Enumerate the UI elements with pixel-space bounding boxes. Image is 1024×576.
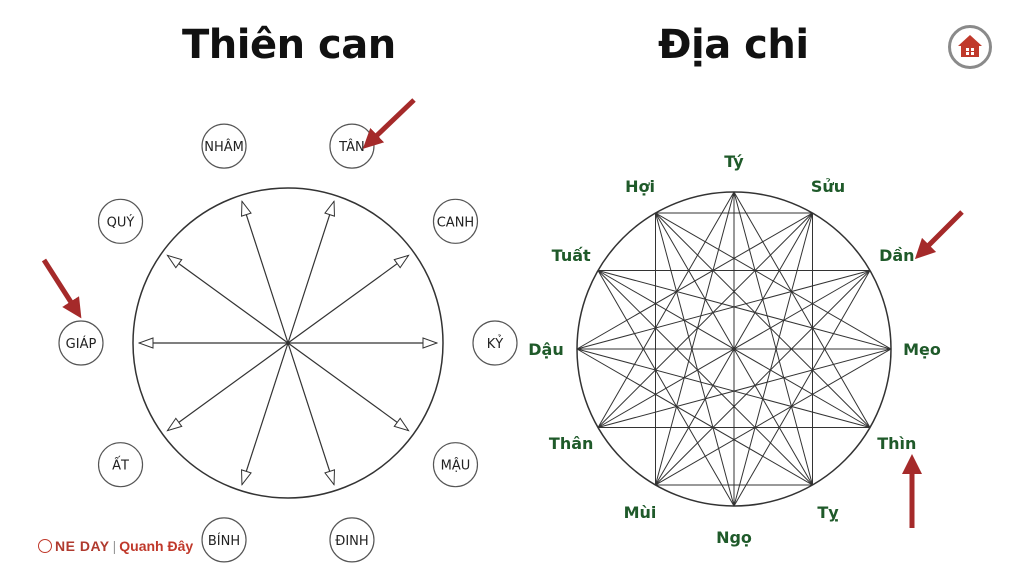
branch-label: Ngọ — [716, 528, 752, 547]
stem-spoke — [287, 201, 334, 344]
stem-label: BÍNH — [201, 517, 247, 563]
stem-spokes — [139, 201, 437, 484]
stem-label-text: CANH — [437, 215, 474, 230]
stem-label-circle — [201, 123, 247, 169]
stem-label-circle — [472, 320, 518, 366]
footer-brand-name: NE DAY — [55, 538, 110, 554]
branch-line — [655, 212, 871, 428]
stem-label-text: ẤT — [112, 457, 129, 474]
branch-line — [597, 270, 813, 486]
branch-label: Tỵ — [817, 503, 839, 522]
branch-line — [597, 212, 813, 428]
branch-label: Dần — [879, 246, 914, 265]
stem-label: NHÂM — [201, 123, 247, 169]
branch-line — [597, 348, 892, 428]
stem-label-text: GIÁP — [66, 336, 97, 352]
stem-spoke — [287, 342, 409, 431]
stem-label: ĐINH — [329, 517, 375, 563]
branch-line — [576, 348, 871, 428]
branch-label: Sửu — [811, 177, 845, 196]
arrow-to-dan — [914, 210, 964, 260]
branch-label: Hợi — [625, 177, 655, 196]
branch-label: Thân — [549, 434, 594, 453]
branch-line — [733, 212, 813, 507]
stem-label-text: BÍNH — [208, 533, 240, 549]
stem-spoke — [167, 342, 289, 431]
stem-label: ẤT — [97, 442, 144, 488]
branch-label: Thìn — [877, 434, 916, 453]
dia-chi-title: Địa chi — [658, 22, 809, 68]
stem-label-text: TÂN — [338, 139, 365, 155]
stem-label-circle — [432, 442, 479, 488]
stem-spoke — [167, 255, 289, 344]
branch-label: Tuất — [552, 246, 591, 265]
branch-line — [576, 270, 871, 350]
stem-label: TÂN — [329, 123, 375, 169]
stem-label-text: NHÂM — [204, 139, 244, 155]
footer-sub-name: Quanh Đây — [119, 538, 194, 554]
footer-separator: | — [112, 538, 117, 554]
stem-label-circle — [58, 320, 104, 366]
thien-can-title: Thiên can — [182, 22, 396, 68]
branch-line — [655, 270, 871, 486]
stem-label: KỶ — [472, 320, 518, 366]
stem-spoke — [242, 342, 289, 485]
stem-label-circle — [97, 442, 144, 488]
stem-label-circle — [432, 198, 479, 244]
branch-label: Mẹo — [903, 340, 941, 359]
footer-logo-icon — [38, 539, 52, 553]
stem-label: GIÁP — [58, 320, 104, 366]
stem-label-text: MẬU — [441, 458, 471, 474]
branch-line — [655, 191, 735, 486]
branch-line — [655, 212, 735, 507]
house-logo-icon — [948, 25, 992, 69]
footer-brand: NE DAY | Quanh Đây — [38, 538, 193, 554]
arrow-to-giap — [41, 258, 82, 319]
branch-lines — [576, 191, 892, 507]
branch-label: Tý — [724, 152, 744, 171]
red-arrows — [41, 98, 964, 528]
stem-label-circle — [97, 198, 144, 244]
branch-line — [655, 212, 813, 486]
stem-label: CANH — [432, 198, 479, 244]
stem-label-circle — [329, 517, 375, 563]
stem-label-circle — [201, 517, 247, 563]
branch-line — [733, 191, 813, 486]
stem-label-text: ĐINH — [335, 534, 368, 549]
branch-label: Mùi — [624, 503, 657, 522]
stem-spoke — [287, 255, 409, 344]
stem-wheel-circle — [132, 187, 444, 499]
stem-label: QUÝ — [97, 198, 144, 244]
stem-label-text: QUÝ — [107, 214, 135, 230]
stem-wheel: TÂN CANH KỶ MẬU ĐINH BÍNH ẤT GIÁP QUÝ NHÂM — [58, 123, 518, 563]
branch-label: Dậu — [528, 340, 563, 359]
branch-line — [597, 270, 892, 350]
stem-label: MẬU — [432, 442, 479, 488]
stem-label-text: KỶ — [487, 335, 504, 352]
stem-spoke — [242, 201, 289, 344]
arrow-to-tan — [362, 98, 416, 149]
stem-spoke — [287, 342, 334, 485]
